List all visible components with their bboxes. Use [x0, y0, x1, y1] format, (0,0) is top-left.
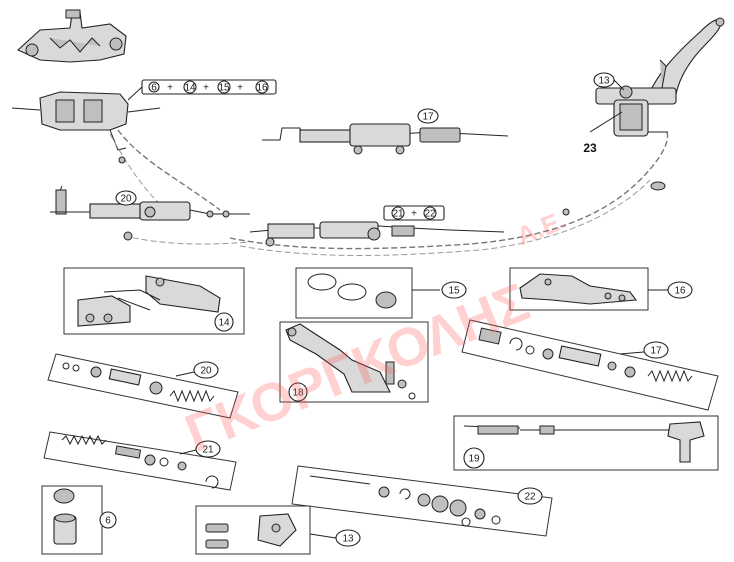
callout-20-top: 20 [115, 190, 137, 206]
group-callout-mid: 21 + 22 [383, 205, 445, 221]
hose-fitting-assembly-icon [249, 221, 505, 247]
piston-kit-icon [478, 327, 693, 383]
callout-17-top: 17 [417, 108, 439, 124]
callout-13-top: 13 [593, 72, 625, 91]
callout-14-label: 14 [218, 318, 230, 329]
panel-13-screws: 13 [195, 505, 361, 555]
rear-master-cylinder-icon [262, 123, 509, 155]
group-top-plus: + [167, 83, 173, 94]
cable-icon [463, 421, 705, 463]
panel-15-seal-kit: 15 [295, 267, 467, 319]
piston-kit-20-icon [62, 362, 215, 403]
callout-19-label: 19 [468, 454, 480, 465]
group-mid-21: 21 [392, 209, 404, 220]
master-cylinder-icon [595, 85, 677, 137]
bracket-icon [519, 273, 638, 305]
group-top-plus2: + [203, 83, 209, 94]
callout-13-top-label: 13 [598, 76, 610, 87]
screw-set-icon [205, 513, 297, 549]
callout-20-label: 20 [200, 366, 212, 377]
group-mid-plus: + [411, 209, 417, 220]
group-callout-top: 6 + 14 + 15 + 16 [127, 79, 277, 101]
callout-21-label: 21 [202, 445, 214, 456]
rear-caliper-assembly-icon [50, 185, 250, 221]
group-top-plus3: + [237, 83, 243, 94]
brake-lever-icon [649, 17, 725, 101]
bleed-nipple-icon [53, 488, 77, 545]
seal-kit-21-icon [61, 434, 219, 489]
pedal-icon [285, 323, 416, 400]
panel-19-cable: 19 [453, 415, 719, 471]
panel-22-kit: 22 [291, 465, 553, 537]
panel-6-bleed: 6 [41, 485, 117, 555]
piston-kit-22-icon [309, 475, 501, 527]
group-top-15: 15 [218, 83, 230, 94]
panel-16-bracket: 16 [509, 267, 693, 311]
top-caliper-icon [17, 9, 127, 63]
panel-18-pedal: 18 [279, 321, 429, 403]
callout-6-label: 6 [105, 516, 111, 527]
watermark-suffix: Α.Ε. [512, 204, 570, 251]
callout-15-label: 15 [448, 286, 460, 297]
callout-20-top-label: 20 [120, 194, 132, 205]
panel-21-kit: 21 [43, 431, 237, 491]
callout-23-label: 23 [583, 141, 597, 155]
panel-20-piston-kit: 20 [47, 353, 239, 419]
callout-22-label: 22 [524, 492, 536, 503]
callout-17-top-label: 17 [422, 112, 434, 123]
panel-14-brake-pads: 14 [63, 267, 245, 335]
callout-18-label: 18 [292, 388, 304, 399]
front-caliper-assembly-icon [11, 91, 161, 151]
brake-pads-icon [77, 275, 221, 327]
seal-kit-icon [307, 273, 397, 309]
panel-17-piston-kit: 17 [461, 319, 719, 411]
group-top-6: 6 [151, 83, 157, 94]
callout-23: 23 [583, 111, 623, 155]
brake-hose-icon [109, 129, 669, 256]
group-top-14: 14 [184, 83, 196, 94]
group-top-16: 16 [256, 83, 268, 94]
group-mid-22: 22 [424, 209, 436, 220]
callout-13-label: 13 [342, 534, 354, 545]
callout-17-label: 17 [650, 346, 662, 357]
callout-16-label: 16 [674, 286, 686, 297]
